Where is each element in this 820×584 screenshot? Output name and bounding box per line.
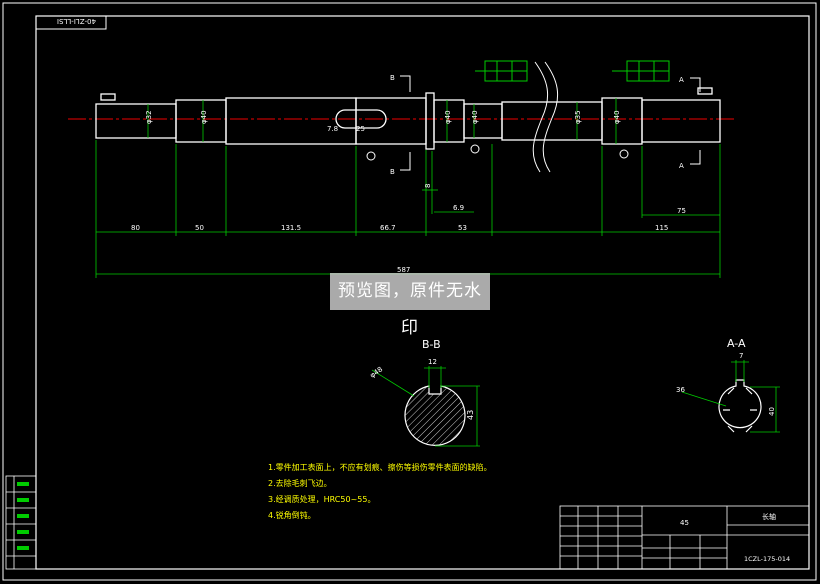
dim-l1: 80: [131, 224, 140, 232]
extension-lines: [95, 98, 721, 278]
dim-d3: φ40: [444, 110, 452, 124]
title-block-drawing-no: 1CZL-175-014: [744, 555, 790, 563]
dim-keyway-w: 25: [356, 125, 365, 133]
title-block-part-name: 长轴: [762, 512, 776, 521]
dim-d6: φ40: [613, 110, 621, 124]
title-block: [559, 505, 810, 570]
section-b-shape: [404, 385, 466, 446]
dim-l9: 8: [424, 184, 432, 188]
dim-total: 587: [397, 266, 410, 274]
note-1: 1.零件加工表面上，不应有划痕、擦伤等损伤零件表面的缺陷。: [268, 462, 492, 472]
tolerance-frames: [475, 60, 670, 82]
note-4: 4.锐角倒钝。: [268, 510, 316, 520]
dim-l5: 53: [458, 224, 467, 232]
title-block-material: 45: [680, 519, 689, 527]
view-label-a-bottom: A: [679, 162, 684, 170]
section-b-height: 43: [466, 410, 475, 420]
section-a-dims: [681, 360, 780, 433]
view-label-b-bottom: B: [390, 168, 395, 176]
left-revision-strip: [5, 475, 37, 570]
section-b-diameter: φ48: [369, 365, 385, 379]
view-label-b-top: B: [390, 74, 395, 82]
dim-l6: 115: [655, 224, 668, 232]
preview-watermark: 预览图，原件无水印: [330, 273, 490, 338]
left-strip-marks: [17, 482, 29, 550]
code-stamp-box: [35, 15, 107, 30]
inner-border: [35, 15, 810, 570]
dim-l7: 75: [677, 207, 686, 215]
dim-d4: φ40: [471, 110, 479, 124]
dim-d2: φ40: [200, 110, 208, 124]
section-b-width: 12: [428, 358, 437, 366]
note-2: 2.去除毛刺飞边。: [268, 478, 332, 488]
dim-d5: φ35: [574, 110, 582, 124]
view-label-a-top: A: [679, 76, 684, 84]
section-a-height: 40: [768, 407, 776, 416]
dim-l4: 66.7: [380, 224, 396, 232]
section-a-diameter: 36: [676, 386, 685, 394]
dim-d1: φ32: [145, 110, 153, 124]
dim-l8: 6.9: [453, 204, 464, 212]
dim-l3: 131.5: [281, 224, 301, 232]
code-stamp-text: 40-ZLI-LLSI: [57, 17, 96, 25]
section-markers: [366, 75, 701, 171]
section-a-title: A-A: [727, 337, 746, 350]
shaft-outline: [95, 87, 721, 150]
section-b-title: B-B: [422, 338, 441, 351]
break-lines: [532, 61, 559, 173]
dim-l2: 50: [195, 224, 204, 232]
section-b-dims: [371, 366, 480, 447]
note-3: 3.经调质处理，HRC50~55。: [268, 494, 375, 504]
section-a-shape: [718, 379, 762, 433]
dim-keyway-len: 7.8: [327, 125, 338, 133]
section-a-width: 7: [739, 352, 743, 360]
